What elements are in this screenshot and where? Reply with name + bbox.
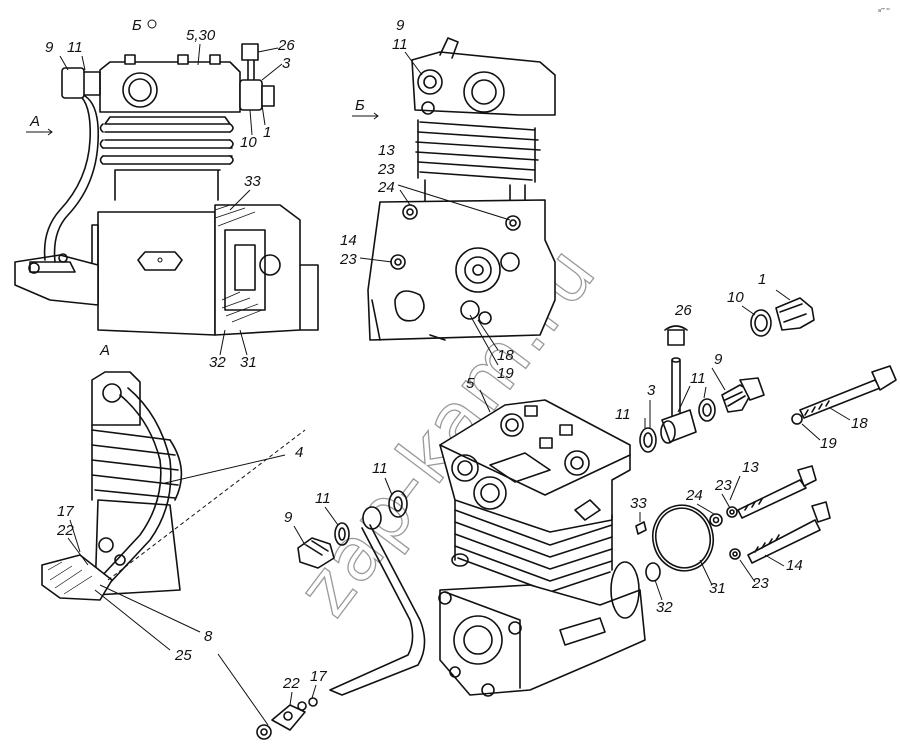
callout-parts: 10 (727, 289, 744, 306)
callout-parts: 14 (786, 557, 803, 574)
corner-mark: aᴾᴾ ᴵᴵᴵᴵ (878, 8, 890, 14)
callout-parts: 11 (615, 406, 631, 423)
callout-top-left: 33 (244, 173, 261, 190)
callout-top-left: 31 (240, 354, 257, 371)
callout-bottom-left: 17 (310, 668, 327, 685)
callout-top-left: 3 (282, 55, 291, 72)
callout-parts: 13 (742, 459, 759, 476)
callout-parts: 9 (714, 351, 723, 368)
callout-parts: 1 (758, 271, 766, 288)
view-label-b: Б (132, 17, 142, 34)
callout-top-mid: 11 (392, 36, 408, 53)
callout-top-left: 11 (67, 39, 83, 56)
callout-parts: 19 (820, 435, 837, 452)
callout-top-left: 26 (277, 37, 295, 54)
callout-top-left: 32 (209, 354, 226, 371)
callout-top-mid: 23 (377, 161, 395, 178)
callout-parts: 31 (709, 580, 726, 597)
callout-top-mid: 23 (339, 251, 357, 268)
callout-top-mid: 13 (378, 142, 395, 159)
callout-bottom-left: 25 (174, 647, 192, 664)
callout-top-left: 10 (240, 134, 257, 151)
compressor-side-view (14, 19, 319, 336)
callout-parts: 24 (685, 487, 703, 504)
section-hatch (214, 204, 263, 323)
callout-parts: 26 (674, 302, 692, 319)
callout-bottom-left: 8 (204, 628, 213, 645)
view-label-b: Б (355, 97, 365, 114)
callout-bottom-left: 22 (56, 522, 74, 539)
callout-top-left: 5,30 (186, 27, 216, 44)
callout-bottom-left: 11 (372, 460, 388, 477)
callout-labels: 9 11 5,30 26 3 10 1 33 32 31 9 11 13 23 … (26, 17, 868, 706)
callout-top-left: 9 (45, 39, 54, 56)
callout-parts: 3 (647, 382, 656, 399)
callout-parts: 18 (851, 415, 868, 432)
view-label-a: А (29, 113, 40, 130)
callout-bottom-left: 4 (295, 444, 303, 461)
callout-parts: 5 (466, 375, 475, 392)
callout-top-mid: 9 (396, 17, 405, 34)
callout-parts: 23 (714, 477, 732, 494)
compressor-view-a (41, 371, 318, 740)
callout-top-mid: 24 (377, 179, 395, 196)
compressor-front-view (367, 37, 556, 341)
callout-parts: 11 (690, 370, 706, 387)
callout-bottom-left: 9 (284, 509, 293, 526)
callout-top-left: 1 (263, 124, 271, 141)
callout-top-mid: 14 (340, 232, 357, 249)
callout-top-mid: 18 (497, 347, 514, 364)
callout-parts: 23 (751, 575, 769, 592)
callout-parts: 33 (630, 495, 647, 512)
callout-bottom-left: 11 (315, 490, 331, 507)
callout-bottom-left: 22 (282, 675, 300, 692)
exploded-parts (297, 297, 897, 697)
view-label-a: А (99, 342, 110, 359)
callout-parts: 32 (656, 599, 673, 616)
callout-bottom-left: 17 (57, 503, 74, 520)
callout-top-mid: 19 (497, 365, 514, 382)
